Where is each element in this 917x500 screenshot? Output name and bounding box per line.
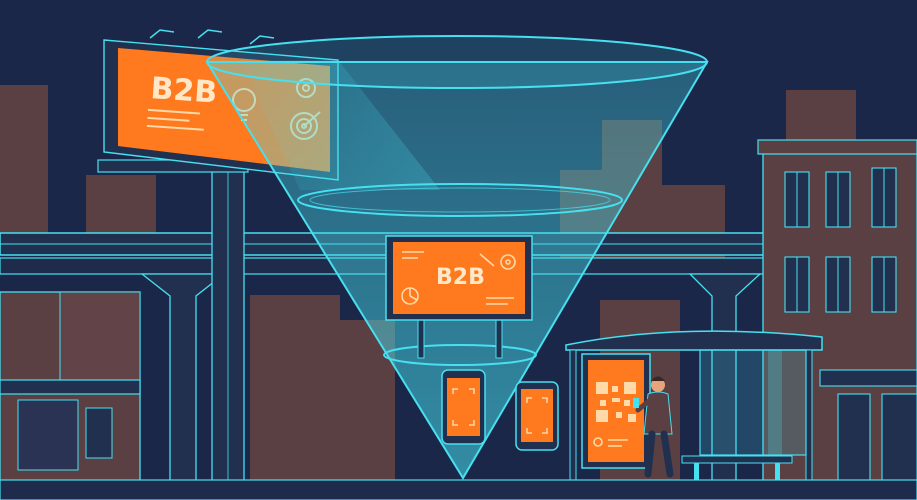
phone-icon (441, 369, 486, 445)
ground (0, 479, 917, 500)
bus-stop (565, 330, 823, 481)
pie-chart-icon (401, 287, 419, 305)
lamp-icons (149, 29, 275, 45)
screen-label: B2B (436, 265, 485, 290)
left-building (0, 291, 141, 500)
billboard-label: B2B (149, 71, 218, 111)
qr-code-icon (596, 382, 636, 422)
right-apartment (757, 139, 917, 500)
phone-icon (515, 381, 559, 451)
person (633, 376, 674, 478)
digital-screen: B2B (385, 235, 533, 359)
billboard-lines (146, 108, 204, 131)
ad-panel (581, 353, 651, 469)
target-icon (500, 254, 516, 270)
